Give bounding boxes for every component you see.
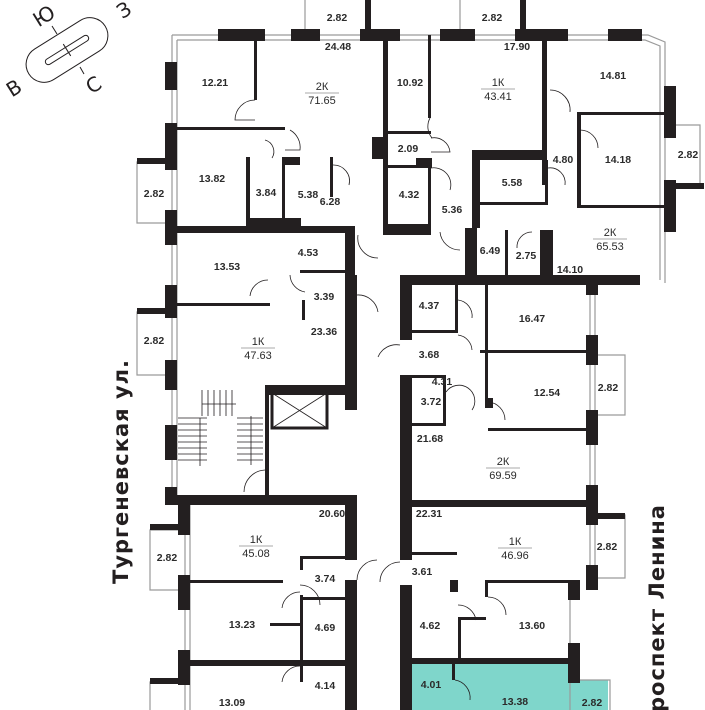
balcony-area: 2.82 xyxy=(327,12,348,24)
apartment-2k-65[interactable]: 2К 65.53 xyxy=(593,227,627,253)
apartment-1k-43[interactable]: 1К 43.41 xyxy=(481,77,515,103)
room-area: 14.18 xyxy=(605,154,631,166)
room-area: 5.58 xyxy=(502,177,523,189)
balcony-area: 2.82 xyxy=(482,12,503,24)
room-area: 3.74 xyxy=(315,573,336,585)
apartment-1k-47[interactable]: 1К 47.63 xyxy=(241,336,275,362)
room-area: 13.23 xyxy=(229,619,255,631)
apartment-area: 46.96 xyxy=(501,550,529,562)
room-area: 14.81 xyxy=(600,70,626,82)
room-area: 3.68 xyxy=(419,349,440,361)
room-area: 17.90 xyxy=(504,41,530,53)
balcony-area: 2.82 xyxy=(144,188,165,200)
apartment-type: 1К xyxy=(509,536,522,548)
room-area: 22.31 xyxy=(416,508,442,520)
room-area: 4.31 xyxy=(432,376,453,388)
balcony-area: 2.82 xyxy=(597,541,618,553)
apartment-2k-69[interactable]: 2К 69.59 xyxy=(486,456,520,482)
room-area: 4.14 xyxy=(315,680,336,692)
room-area: 13.38 xyxy=(502,696,528,708)
outer-glazing xyxy=(136,0,701,710)
room-area: 4.32 xyxy=(399,189,420,201)
room-area: 16.47 xyxy=(519,313,545,325)
street-label-left: Тургеневская ул. xyxy=(109,359,133,584)
room-area: 2.09 xyxy=(398,143,419,155)
highlighted-apartment[interactable] xyxy=(405,664,608,710)
apartment-type: 2К xyxy=(497,456,510,468)
apartment-type: 2К xyxy=(604,227,617,239)
room-area: 10.92 xyxy=(397,77,423,89)
apartment-type: 1К xyxy=(492,77,505,89)
apartment-area: 47.63 xyxy=(244,350,272,362)
apartment-1k-45[interactable]: 1К 45.08 xyxy=(239,534,273,560)
balcony-area: 2.82 xyxy=(598,382,619,394)
compass-east: В xyxy=(2,74,26,102)
apartment-type: 1К xyxy=(252,336,265,348)
room-area: 4.37 xyxy=(419,300,440,312)
room-area: 12.54 xyxy=(534,387,560,399)
stairs-icon xyxy=(178,390,263,466)
apartment-type: 1К xyxy=(250,534,263,546)
apartment-1k-46[interactable]: 1К 46.96 xyxy=(498,536,532,562)
balcony-area: 2.82 xyxy=(582,697,603,709)
room-area: 5.36 xyxy=(442,204,463,216)
balcony-area: 2.82 xyxy=(144,335,165,347)
apartment-area: 45.08 xyxy=(242,548,270,560)
room-area: 21.68 xyxy=(417,433,443,445)
room-labels: 2.82 2.82 24.48 17.90 12.21 10.92 14.81 … xyxy=(144,12,699,709)
room-area: 3.39 xyxy=(314,291,335,303)
room-area: 4.62 xyxy=(420,620,441,632)
walls xyxy=(137,0,704,710)
street-label-right: роспект Ленина xyxy=(645,504,669,710)
room-area: 6.49 xyxy=(480,245,501,257)
room-area: 4.53 xyxy=(298,247,319,259)
room-area: 4.80 xyxy=(553,154,574,166)
room-area: 23.36 xyxy=(311,326,337,338)
apartment-area: 43.41 xyxy=(484,91,512,103)
compass-south: Ю xyxy=(28,0,59,32)
compass-north: С xyxy=(81,71,106,99)
compass-west: З xyxy=(112,0,136,24)
room-area: 4.69 xyxy=(315,622,336,634)
room-area: 24.48 xyxy=(325,41,351,53)
room-area: 4.01 xyxy=(421,679,442,691)
apartment-area: 65.53 xyxy=(596,241,624,253)
room-area: 3.61 xyxy=(412,566,433,578)
room-area: 3.72 xyxy=(421,396,442,408)
room-area: 13.60 xyxy=(519,620,545,632)
apartment-area: 69.59 xyxy=(489,470,517,482)
room-area: 5.38 xyxy=(298,189,319,201)
room-area: 3.84 xyxy=(256,187,277,199)
balcony-area: 2.82 xyxy=(678,149,699,161)
room-area: 2.75 xyxy=(516,250,537,262)
room-area: 13.82 xyxy=(199,173,225,185)
balcony-area: 2.82 xyxy=(157,552,178,564)
room-area: 13.09 xyxy=(219,697,245,709)
apartment-2k-71[interactable]: 2К 71.65 xyxy=(305,81,339,107)
room-area: 14.10 xyxy=(557,264,583,276)
room-area: 13.53 xyxy=(214,261,240,273)
apartment-labels: 2К 71.65 1К 43.41 2К 65.53 1К 47.63 2К 6… xyxy=(239,77,627,562)
room-area: 6.28 xyxy=(320,196,341,208)
compass-icon: Ю З С В xyxy=(2,0,136,102)
apartment-type: 2К xyxy=(316,81,329,93)
room-area: 20.60 xyxy=(319,508,345,520)
apartment-area: 71.65 xyxy=(308,95,336,107)
room-area: 12.21 xyxy=(202,77,228,89)
